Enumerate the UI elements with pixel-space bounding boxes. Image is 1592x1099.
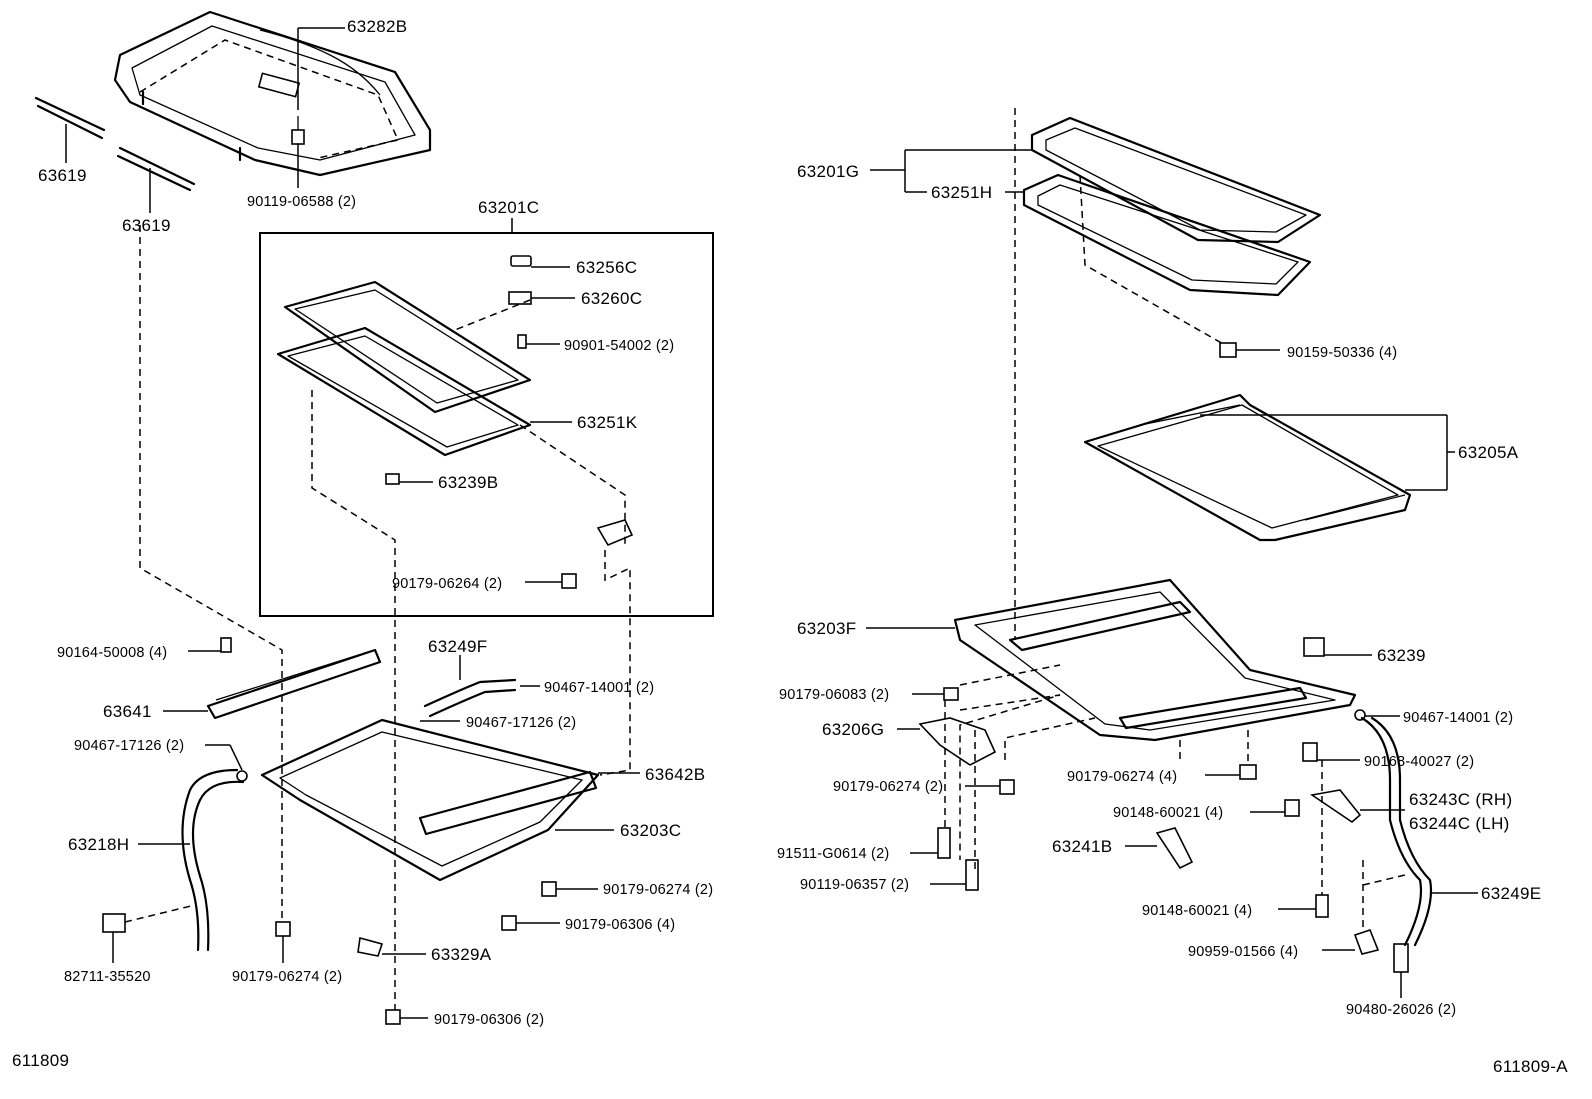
guide-rail-63205A — [1083, 393, 1412, 542]
clip-82711-35520 — [102, 913, 126, 933]
label-90179-06083: 90179-06083 (2) — [779, 687, 889, 703]
label-63203C: 63203C — [620, 821, 681, 840]
label-63203F: 63203F — [797, 619, 856, 638]
label-63619-b: 63619 — [122, 216, 171, 235]
glass-63201G — [1022, 116, 1322, 297]
label-90179-06274-l: 90179-06274 (2) — [232, 969, 342, 985]
label-63206G: 63206G — [822, 720, 884, 739]
rail-63641 — [206, 637, 382, 720]
clip-63239B — [385, 473, 400, 485]
bolt-90159-50336 — [1219, 342, 1237, 358]
label-90179-06274-r2: 90179-06274 (2) — [833, 779, 943, 795]
label-63249F: 63249F — [428, 637, 487, 656]
label-90148-60021-a: 90148-60021 (4) — [1113, 805, 1223, 821]
label-63260C: 63260C — [581, 289, 642, 308]
assembly-box-63201C — [259, 232, 714, 617]
label-63282B: 63282B — [347, 17, 407, 36]
label-63642B: 63642B — [645, 765, 705, 784]
nuts-left — [275, 881, 557, 1025]
label-63241B: 63241B — [1052, 837, 1112, 856]
label-90959-01566: 90959-01566 (4) — [1188, 944, 1298, 960]
weatherstrip-63619 — [34, 96, 196, 192]
label-91511-G0614: 91511-G0614 (2) — [777, 846, 889, 862]
label-90179-06264: 90179-06264 (2) — [392, 576, 502, 592]
frame-63203F — [953, 578, 1357, 742]
small-parts-right — [918, 637, 1409, 973]
label-63619-a: 63619 — [38, 166, 87, 185]
label-63256C: 63256C — [576, 258, 637, 277]
label-63201G: 63201G — [797, 162, 859, 181]
label-63251H: 63251H — [931, 183, 992, 202]
label-90119-06357: 90119-06357 (2) — [800, 877, 909, 893]
label-90164-50008: 90164-50008 (4) — [57, 645, 167, 661]
label-90179-06306-2: 90179-06306 (2) — [434, 1012, 544, 1028]
diagram-id-left: 611809 — [12, 1051, 69, 1070]
label-90480-26026: 90480-26026 (2) — [1346, 1002, 1456, 1018]
label-90467-14001-r: 90467-14001 (2) — [1403, 710, 1513, 726]
bracket-assembly — [561, 519, 634, 589]
label-90467-14001-l: 90467-14001 (2) — [544, 680, 654, 696]
leader-63205A — [1200, 414, 1455, 491]
diagram-id-right: 611809-A — [1493, 1057, 1568, 1076]
drain-hose-63249F — [423, 678, 517, 718]
bolt-90119-06588 — [291, 116, 305, 145]
label-63641: 63641 — [103, 702, 152, 721]
roof-housing-frame — [113, 10, 432, 177]
drain-hose-63218H — [181, 768, 248, 952]
label-63239B: 63239B — [438, 473, 498, 492]
label-82711-35520: 82711-35520 — [64, 969, 151, 985]
label-90179-06274-m: 90179-06274 (2) — [603, 882, 713, 898]
label-63244C: 63244C (LH) — [1409, 814, 1510, 833]
label-90168-40027: 90168-40027 (2) — [1364, 754, 1474, 770]
label-90179-06274-r4: 90179-06274 (4) — [1067, 769, 1177, 785]
label-90901-54002: 90901-54002 (2) — [564, 338, 674, 354]
leaders-left — [65, 27, 640, 1019]
label-90179-06306-4: 90179-06306 (4) — [565, 917, 675, 933]
screw-90901-54002 — [517, 334, 527, 349]
label-63201C: 63201C — [478, 198, 539, 217]
label-90159-50336: 90159-50336 (4) — [1287, 345, 1397, 361]
label-90467-17126-m: 90467-17126 (2) — [466, 715, 576, 731]
bracket-63256C — [510, 255, 532, 267]
label-63205A: 63205A — [1458, 443, 1519, 462]
label-63218H: 63218H — [68, 835, 129, 854]
label-63329A: 63329A — [431, 945, 492, 964]
leaders-right — [866, 627, 1478, 998]
label-90148-60021-b: 90148-60021 (4) — [1142, 903, 1252, 919]
label-90119-06588: 90119-06588 (2) — [247, 194, 356, 210]
frame-63203C — [260, 718, 600, 882]
label-63239: 63239 — [1377, 646, 1426, 665]
label-63251K: 63251K — [577, 413, 638, 432]
label-63243C: 63243C (RH) — [1409, 790, 1512, 809]
bracket-63260C — [508, 291, 532, 305]
sunroof-glass-63251K — [276, 280, 532, 457]
drain-hose-63249E — [1360, 716, 1433, 947]
label-63249E: 63249E — [1481, 884, 1541, 903]
label-90467-17126-l: 90467-17126 (2) — [74, 738, 184, 754]
